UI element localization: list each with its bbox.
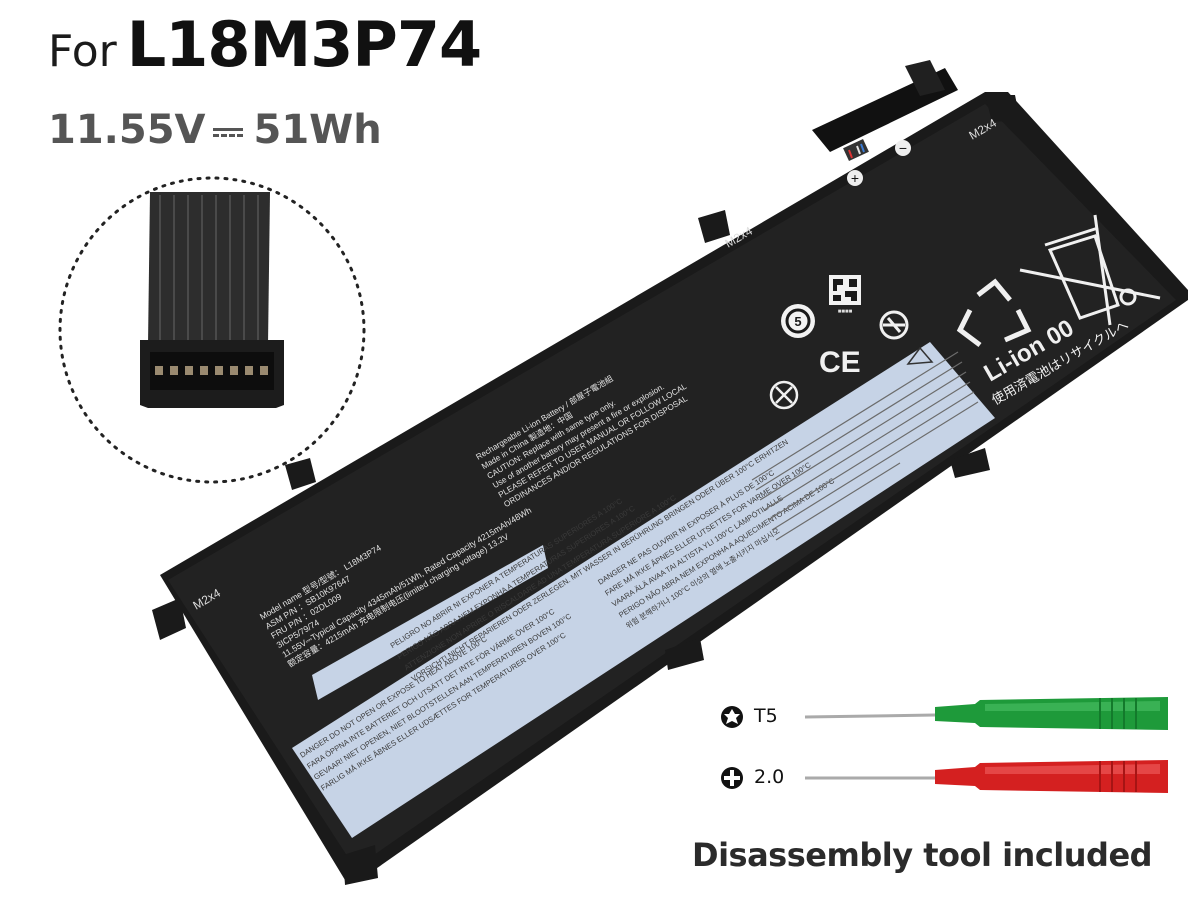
ce-mark-icon: CE xyxy=(819,346,861,379)
title-prefix: For xyxy=(48,26,117,77)
model-number: L18M3P74 xyxy=(126,8,482,81)
tick-mark-icon xyxy=(879,310,909,340)
torx-icon xyxy=(721,706,743,728)
battery-pack: + − M2x4 M2x4 M2x4 Model name 型号/型號： L18… xyxy=(152,60,1188,885)
connector-zoom-icon xyxy=(58,176,366,484)
battery-specs: 11.55V 51Wh xyxy=(48,110,382,150)
recycle-icon xyxy=(956,278,1032,347)
svg-text:CE: CE xyxy=(819,346,861,379)
svg-text:5: 5 xyxy=(794,314,801,329)
tool-20-label: 2.0 xyxy=(754,766,785,788)
warning-label xyxy=(292,342,995,838)
svg-text:■■■■: ■■■■ xyxy=(838,309,853,315)
voltage-value: 11.55V xyxy=(48,107,206,153)
svg-text:−: − xyxy=(899,140,907,156)
capacity-value: 51Wh xyxy=(253,107,382,153)
crossed-bin-icon xyxy=(1019,214,1161,326)
qr-mark-icon: ■■■■ xyxy=(829,275,861,315)
dc-symbol-icon xyxy=(213,125,244,139)
phillips-screwdriver xyxy=(805,760,1168,793)
certification-icon: 5 xyxy=(781,304,815,338)
barcode-label xyxy=(312,545,548,700)
tool-included-caption: Disassembly tool included xyxy=(692,836,1153,874)
phillips-icon xyxy=(721,767,743,789)
safety-mark-icon xyxy=(769,380,799,410)
svg-text:+: + xyxy=(851,170,859,186)
t5-screwdriver xyxy=(804,697,1168,730)
tool-t5-label: T5 xyxy=(754,705,778,727)
